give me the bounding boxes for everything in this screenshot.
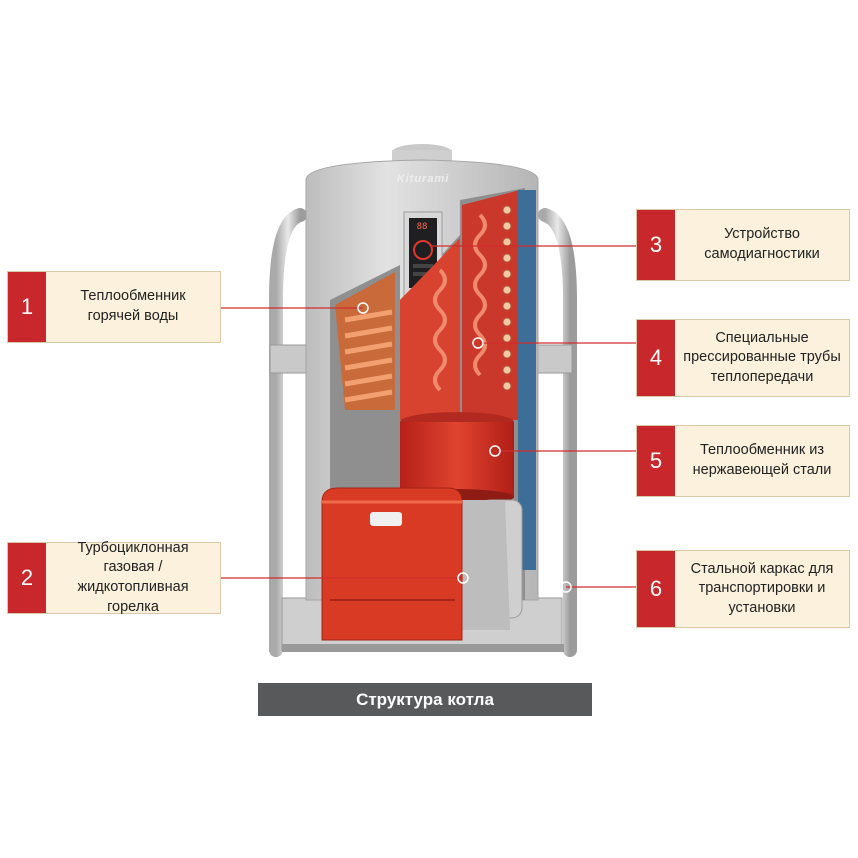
burner	[321, 487, 523, 641]
callout-text: Теплообменник из нержавеющей стали	[675, 426, 849, 496]
leader-dots	[357, 302, 572, 593]
callout-number: 6	[637, 551, 675, 627]
diagram-caption: Структура котла	[258, 683, 592, 716]
callout-number: 3	[637, 210, 675, 280]
callout-text: Устройство самодиагностики	[675, 210, 849, 280]
callout-3: 3 Устройство самодиагностики	[637, 210, 849, 280]
callout-1: 1 Теплообменник горячей воды	[8, 272, 220, 342]
heat-transfer-pipes	[400, 190, 536, 570]
callout-number: 1	[8, 272, 46, 342]
brand-logo: Kiturami	[396, 173, 450, 185]
hot-water-heat-exchanger	[335, 272, 395, 410]
callout-2: 2 Турбоциклонная газовая / жидкотопливна…	[8, 540, 220, 615]
callout-number: 5	[637, 426, 675, 496]
callout-text: Турбоциклонная газовая / жидкотопливная …	[46, 540, 220, 615]
callout-4: 4 Специальные прессированные трубы тепло…	[637, 320, 849, 396]
leader-lines	[220, 245, 637, 588]
callout-text: Стальной каркас для транспортировки и ус…	[675, 551, 849, 627]
callout-number: 2	[8, 543, 46, 613]
callout-number: 4	[637, 320, 675, 396]
callout-6: 6 Стальной каркас для транспортировки и …	[637, 551, 849, 627]
callout-5: 5 Теплообменник из нержавеющей стали	[637, 426, 849, 496]
control-display: 88	[416, 222, 428, 232]
callout-text: Теплообменник горячей воды	[46, 272, 220, 342]
callout-text: Специальные прессированные трубы теплопе…	[675, 320, 849, 396]
